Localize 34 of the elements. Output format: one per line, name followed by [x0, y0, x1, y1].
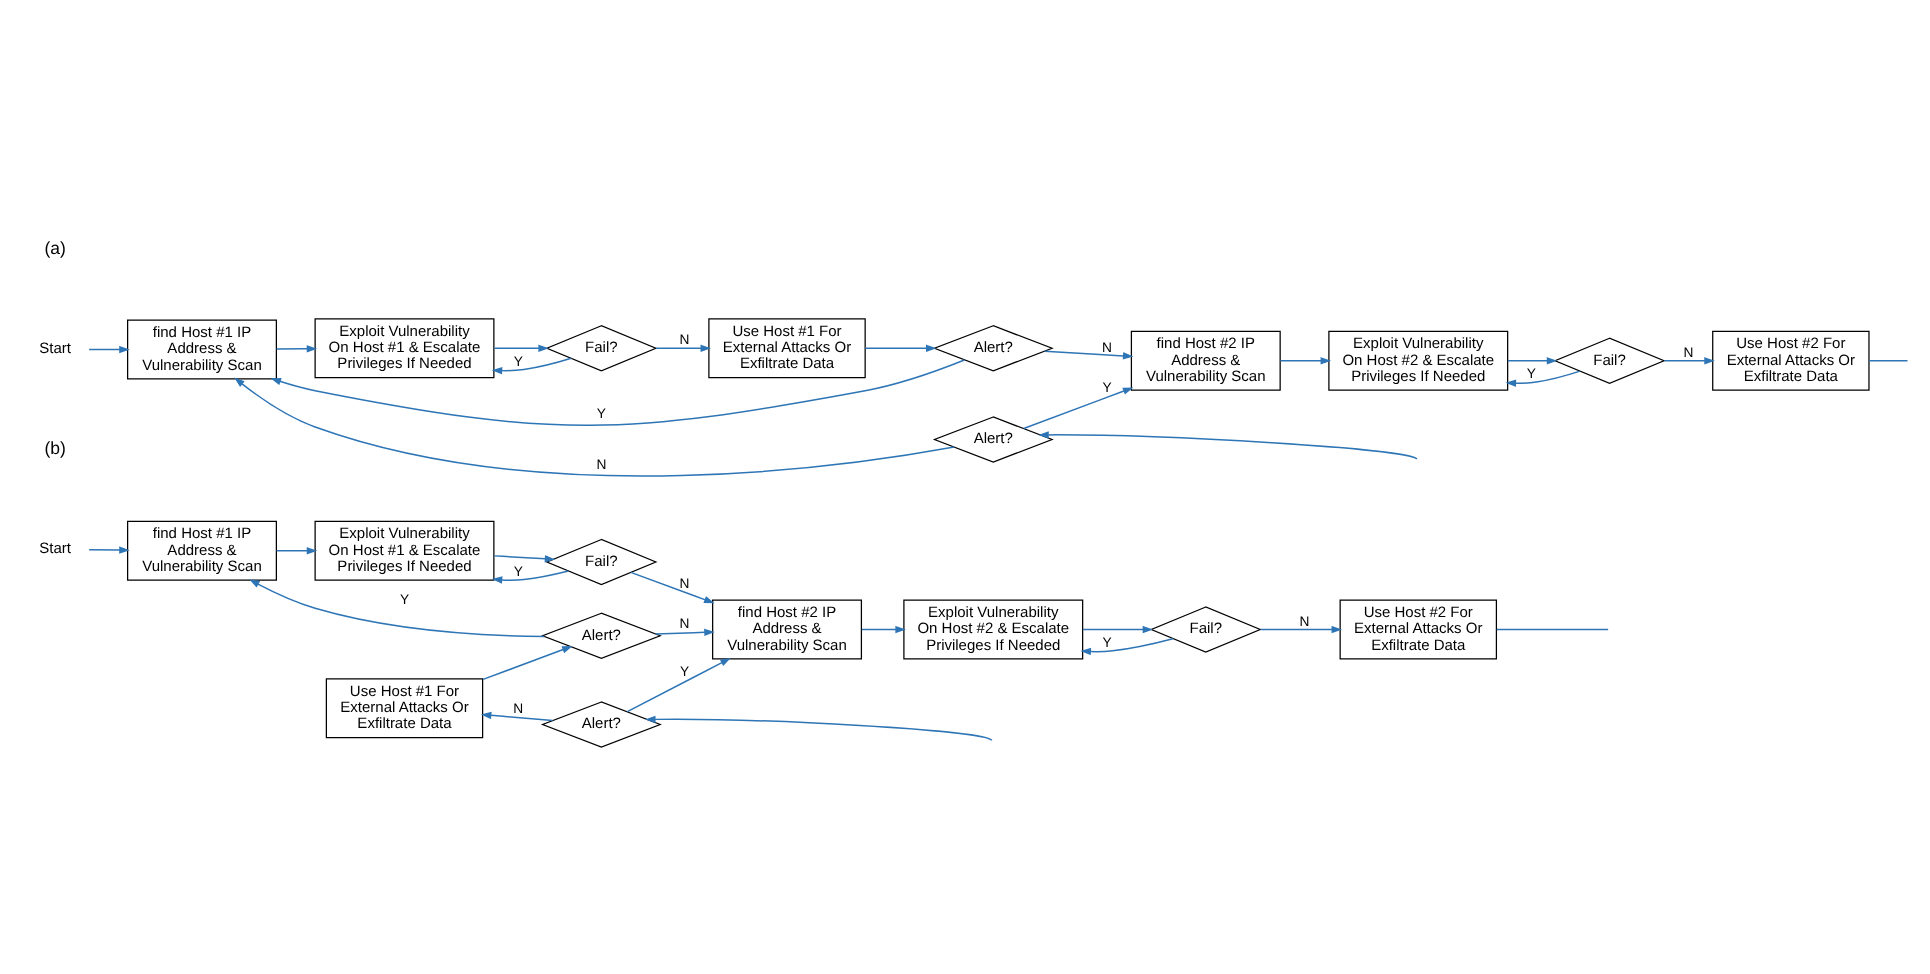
arrow	[234, 377, 955, 477]
arrow	[88, 345, 130, 354]
arrow	[1279, 357, 1332, 365]
arrow	[275, 547, 318, 555]
connector	[1868, 360, 1909, 362]
arrow	[493, 344, 549, 352]
arrow	[630, 571, 715, 604]
arrow	[654, 628, 715, 636]
arrow	[493, 555, 556, 563]
arrow	[1082, 625, 1154, 634]
arrow	[1044, 350, 1134, 360]
arrow	[1080, 637, 1174, 656]
arrow	[482, 646, 573, 681]
arrow	[626, 658, 731, 713]
arrow	[270, 359, 966, 426]
arrow	[275, 345, 318, 353]
arrow	[1507, 357, 1558, 365]
arrow	[480, 711, 554, 722]
arrow	[861, 625, 906, 634]
arrow	[864, 344, 937, 352]
arrow	[249, 579, 546, 638]
label: (b)	[44, 438, 66, 459]
connector	[1496, 628, 1609, 631]
arrow	[1663, 357, 1715, 365]
arrow	[655, 344, 712, 352]
arrow	[645, 715, 993, 741]
arrow	[491, 570, 570, 584]
arrow	[491, 357, 572, 375]
arrow	[1038, 431, 1418, 460]
arrow	[1505, 370, 1581, 387]
arrow	[1022, 387, 1134, 430]
arrow	[1259, 625, 1343, 634]
label: (a)	[44, 238, 66, 259]
arrow	[88, 546, 130, 554]
